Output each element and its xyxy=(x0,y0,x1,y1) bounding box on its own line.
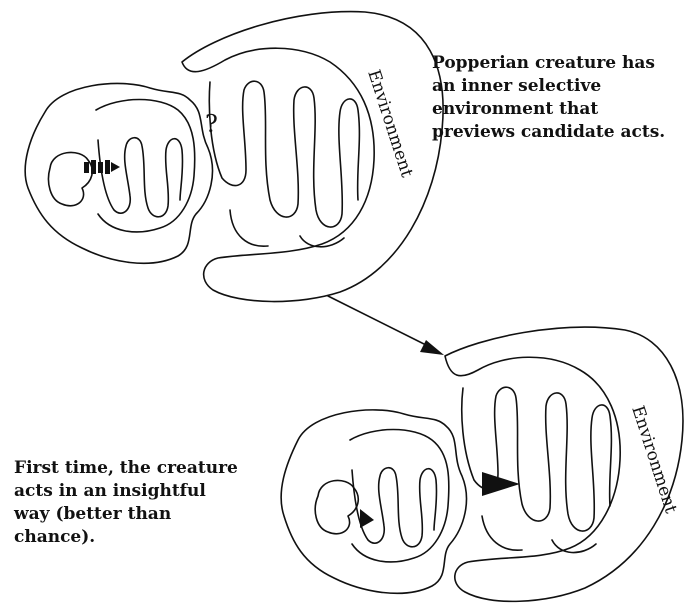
transition-arrow-head xyxy=(420,340,444,355)
inner-environment-bottom xyxy=(350,430,449,562)
creature-body-top xyxy=(25,83,212,263)
creature-mind-bottom xyxy=(315,480,358,533)
question-mark: ? xyxy=(205,110,218,138)
creature-body-bottom xyxy=(281,410,466,593)
inner-fingers-bottom xyxy=(352,468,437,547)
inner-fingers-top xyxy=(98,138,183,217)
chosen-act-marker-outer xyxy=(482,472,520,496)
transition-arrow-shaft xyxy=(328,296,432,348)
environment-fingers-bottom xyxy=(462,387,612,531)
inner-environment-top xyxy=(96,100,195,232)
creature-mind-top xyxy=(49,152,93,205)
caption-popperian-creature: Popperian creature has an inner selectiv… xyxy=(432,52,682,144)
chosen-act-marker-inner xyxy=(360,509,374,528)
environment-fingers-top xyxy=(209,81,359,227)
environment-label-bottom: Environment xyxy=(627,403,681,516)
caption-insightful-action: First time, the creature acts in an insi… xyxy=(14,457,264,549)
